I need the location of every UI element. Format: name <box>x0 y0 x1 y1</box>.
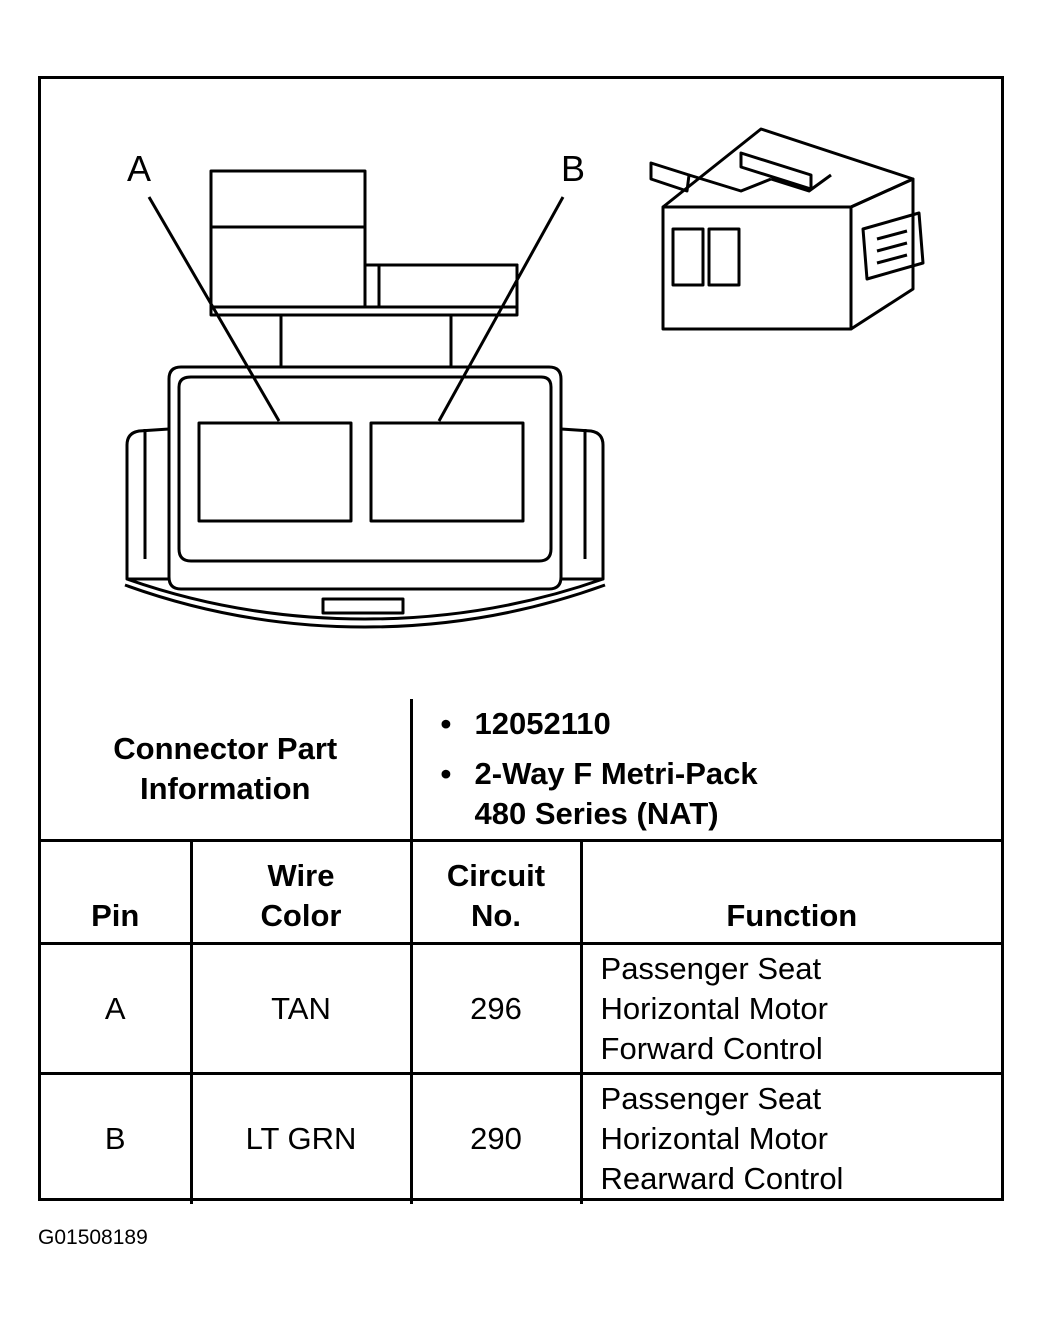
connector-figure-frame: A B Connector Part Information • 1205211… <box>38 76 1004 1204</box>
header-circuit-line1: Circuit <box>446 858 546 893</box>
connector-face-view <box>124 169 606 629</box>
row-b-circuit: 290 <box>409 1072 583 1204</box>
pin-b-label: B <box>561 148 585 189</box>
table-row: B LT GRN 290 Passenger Seat Horizontal M… <box>41 1072 1002 1204</box>
row-a-circuit: 296 <box>409 942 583 1075</box>
part-number: 12052110 <box>474 706 611 741</box>
row-a-function-line2: Horizontal Motor <box>600 990 828 1026</box>
header-wire-line1: Wire <box>267 858 335 893</box>
connector-part-label: Connector Part Information <box>41 699 413 842</box>
bullet-icon: • <box>440 706 452 741</box>
table-header-row: Pin Wire Color Circuit No. Function <box>41 839 1002 945</box>
connector-isometric-view <box>649 127 925 331</box>
part-description-item: • 2-Way F Metri-Pack 480 Series (NAT) <box>441 754 1002 834</box>
row-a-pin: A <box>41 942 193 1075</box>
row-b-function: Passenger Seat Horizontal Motor Rearward… <box>579 1072 1002 1204</box>
row-a-function: Passenger Seat Horizontal Motor Forward … <box>579 942 1002 1075</box>
row-b-function-line2: Horizontal Motor <box>600 1121 828 1157</box>
pin-b-leader-line <box>437 196 565 422</box>
header-pin: Pin <box>41 839 193 945</box>
connector-drawing: A B <box>124 127 925 629</box>
connector-part-label-line1: Connector Part <box>113 731 338 766</box>
pin-a-label: A <box>127 148 151 189</box>
header-circuit-line2: No. <box>471 898 521 933</box>
connector-part-label-line2: Information <box>140 771 311 806</box>
figure-code: G01508189 <box>38 1226 148 1249</box>
part-description-line2: 480 Series (NAT) <box>474 796 719 831</box>
table-row: A TAN 296 Passenger Seat Horizontal Moto… <box>41 942 1002 1075</box>
row-a-function-line1: Passenger Seat <box>600 950 822 986</box>
header-wire-line2: Color <box>260 898 342 933</box>
row-b-function-line1: Passenger Seat <box>600 1081 822 1117</box>
row-b-wire-color: LT GRN <box>189 1072 413 1204</box>
connector-part-row: Connector Part Information • 12052110 • … <box>41 699 1002 842</box>
row-a-wire-color: TAN <box>189 942 413 1075</box>
row-a-function-line3: Forward Control <box>600 1030 823 1066</box>
part-number-item: • 12052110 <box>441 704 1002 744</box>
part-description-line1: 2-Way F Metri-Pack <box>474 756 758 791</box>
row-b-function-line3: Rearward Control <box>600 1161 844 1197</box>
connector-info-table: Connector Part Information • 12052110 • … <box>41 699 1002 1204</box>
connector-part-details: • 12052110 • 2-Way F Metri-Pack 480 Seri… <box>409 699 1002 842</box>
bullet-icon: • <box>440 756 452 791</box>
pin-a-leader-line <box>147 196 281 422</box>
header-wire-color: Wire Color <box>189 839 413 945</box>
header-circuit-no: Circuit No. <box>409 839 583 945</box>
row-b-pin: B <box>41 1072 193 1204</box>
header-function: Function <box>579 839 1002 945</box>
